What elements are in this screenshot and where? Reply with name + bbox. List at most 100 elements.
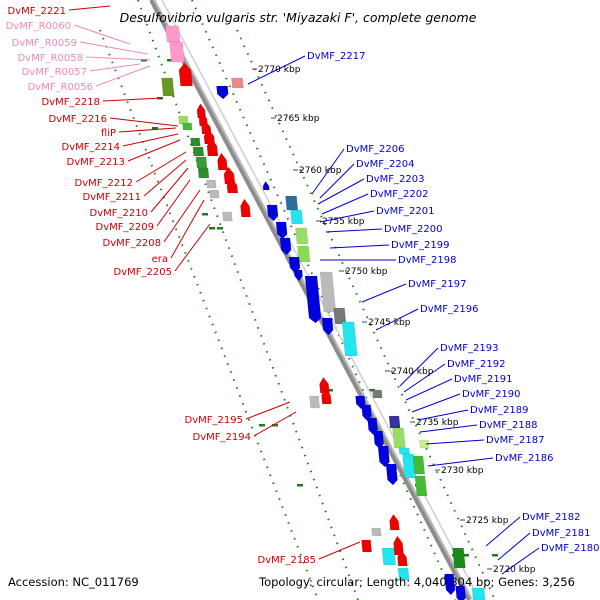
forward-gene-arrow[interactable]: [240, 198, 251, 218]
leader-line: [317, 178, 365, 205]
gene-block[interactable]: [309, 395, 320, 409]
gene-block[interactable]: [285, 195, 299, 211]
rna-gene[interactable]: [165, 25, 181, 43]
gene-label-right[interactable]: DvMF_2188: [479, 420, 537, 431]
gene-label-left[interactable]: DvMF_2210: [90, 208, 148, 219]
gene-block[interactable]: [381, 547, 396, 566]
gene-block[interactable]: [192, 146, 205, 157]
forward-gene-arrow[interactable]: [389, 513, 400, 531]
reverse-gene-arrow[interactable]: [385, 463, 398, 486]
gene-block[interactable]: [419, 439, 430, 449]
gene-label-left[interactable]: DvMF_2208: [103, 238, 161, 249]
gene-label-left[interactable]: fliP: [101, 128, 116, 139]
reverse-gene-arrow[interactable]: [279, 237, 292, 256]
gene-label-left[interactable]: DvMF_2209: [96, 222, 154, 233]
gene-label-left[interactable]: DvMF_2194: [193, 432, 251, 443]
gene-label-right[interactable]: DvMF_2206: [346, 144, 404, 155]
gene-block[interactable]: [161, 77, 175, 97]
reverse-gene-arrow[interactable]: [321, 317, 334, 336]
gene-block[interactable]: [398, 447, 410, 455]
gene-label-right[interactable]: DvMF_2193: [440, 343, 498, 354]
left-gene-labels[interactable]: DvMF_2221DvMF_R0060DvMF_R0059DvMF_R0058D…: [6, 6, 316, 566]
forward-gene-arrow[interactable]: [397, 549, 408, 567]
gene-block[interactable]: [290, 209, 304, 225]
gene-label-right[interactable]: DvMF_2203: [366, 174, 424, 185]
reverse-gene-small[interactable]: [293, 269, 303, 282]
gene-label-left[interactable]: DvMF_2221: [8, 6, 66, 17]
gene-block[interactable]: [392, 427, 406, 449]
gene-label-right[interactable]: DvMF_2204: [356, 159, 414, 170]
gene-label-right[interactable]: DvMF_2190: [462, 389, 520, 400]
gene-label-left[interactable]: DvMF_R0057: [22, 67, 87, 78]
gene-block[interactable]: [231, 77, 244, 89]
gene-block[interactable]: [371, 527, 382, 537]
right-gene-labels[interactable]: DvMF_2217DvMF_2206DvMF_2204DvMF_2203DvMF…: [307, 51, 599, 554]
gene-block[interactable]: [412, 455, 426, 475]
gene-label-left[interactable]: DvMF_2216: [49, 114, 107, 125]
gene-block[interactable]: [341, 321, 358, 357]
rna-gene[interactable]: [169, 41, 185, 63]
gene-label-right[interactable]: DvMF_2186: [495, 453, 553, 464]
gene-label-right[interactable]: DvMF_2202: [370, 189, 428, 200]
gene-label-left[interactable]: DvMF_2195: [185, 415, 243, 426]
reverse-gene-arrow[interactable]: [304, 275, 322, 324]
gene-label-left[interactable]: DvMF_2212: [75, 178, 133, 189]
gene-label-left[interactable]: DvMF_2218: [42, 97, 100, 108]
gene-label-right[interactable]: DvMF_2180: [541, 543, 599, 554]
forward-gene-block[interactable]: [361, 539, 372, 553]
gene-block[interactable]: [295, 227, 309, 245]
gene-label-right[interactable]: DvMF_2187: [486, 435, 544, 446]
forward-gene-arrow[interactable]: [206, 138, 219, 157]
gene-label-left[interactable]: DvMF_2211: [83, 192, 141, 203]
gene-label-right[interactable]: DvMF_2198: [398, 255, 456, 266]
gene-block[interactable]: [206, 179, 217, 189]
leader-line: [79, 41, 149, 55]
forward-gene-arrow[interactable]: [178, 62, 193, 87]
gene-block[interactable]: [195, 156, 208, 169]
gene-block[interactable]: [319, 271, 337, 313]
reverse-gene-small[interactable]: [262, 180, 270, 191]
gene-label-right[interactable]: DvMF_2217: [307, 51, 365, 62]
gene-label-left[interactable]: DvMF_R0060: [6, 21, 71, 32]
forward-gene-arrow[interactable]: [226, 178, 239, 194]
gene-block[interactable]: [297, 245, 311, 263]
gene-label-right[interactable]: DvMF_2201: [376, 206, 434, 217]
gene-label-right[interactable]: DvMF_2182: [522, 512, 580, 523]
gene-label-right[interactable]: DvMF_2199: [391, 240, 449, 251]
gene-label-left[interactable]: DvMF_2205: [114, 267, 172, 278]
gene-block[interactable]: [372, 389, 383, 399]
gene-block[interactable]: [397, 567, 410, 581]
gene-block[interactable]: [209, 189, 220, 199]
gene-label-right[interactable]: DvMF_2191: [454, 374, 512, 385]
gene-block[interactable]: [414, 475, 428, 497]
gene-block[interactable]: [182, 122, 193, 131]
gene-block[interactable]: [190, 137, 201, 147]
gene-label-left[interactable]: DvMF_R0058: [18, 53, 83, 64]
reverse-gene-arrow[interactable]: [275, 221, 288, 240]
reverse-gene-arrow[interactable]: [455, 585, 466, 600]
gene-label-right[interactable]: DvMF_2189: [470, 405, 528, 416]
gene-label-right[interactable]: DvMF_2181: [532, 528, 590, 539]
gene-label-right[interactable]: DvMF_2200: [384, 224, 442, 235]
gene-label-left[interactable]: DvMF_2213: [67, 157, 125, 168]
gene-label-right[interactable]: DvMF_2192: [447, 359, 505, 370]
gene-block[interactable]: [333, 307, 347, 325]
gene-label-left[interactable]: DvMF_2185: [258, 555, 316, 566]
gene-block[interactable]: [452, 547, 466, 569]
gene-label-left[interactable]: DvMF_2214: [62, 142, 120, 153]
reverse-gene-arrow[interactable]: [444, 573, 456, 596]
gene-label-left[interactable]: DvMF_R0056: [28, 82, 93, 93]
gene-label-right[interactable]: DvMF_2197: [408, 279, 466, 290]
gene-label-left[interactable]: era: [152, 254, 168, 265]
reverse-gene-arrow[interactable]: [216, 85, 229, 100]
gene-label-right[interactable]: DvMF_2196: [420, 304, 478, 315]
gene-block[interactable]: [197, 167, 210, 179]
leader-line: [399, 347, 439, 387]
reverse-gene-arrow[interactable]: [266, 204, 279, 222]
gene-block[interactable]: [222, 211, 233, 222]
forward-gene-arrow[interactable]: [321, 387, 332, 405]
forward-gene-arrow[interactable]: [217, 152, 228, 171]
gene-block[interactable]: [471, 587, 486, 600]
gene-label-left[interactable]: DvMF_R0059: [12, 38, 77, 49]
gene-block[interactable]: [388, 415, 401, 429]
